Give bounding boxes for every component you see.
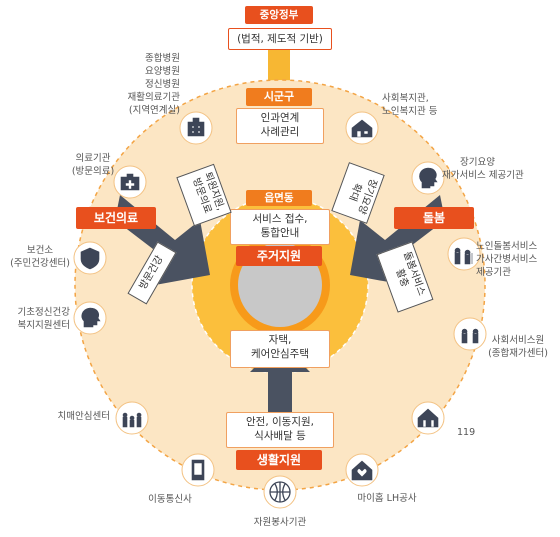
eupmyeondong-line1: 서비스 접수,: [252, 213, 308, 225]
rescue-icon: [411, 401, 445, 435]
brain-head-icon: [73, 301, 107, 335]
hospital-line: (지역연계실): [128, 105, 180, 116]
welfare-line: 사회복지관,: [382, 93, 429, 104]
housing-line2: 케어안심주택: [251, 348, 309, 360]
eupmyeondong-box: 서비스 접수, 통합안내: [230, 209, 330, 245]
elder-care-line: 제공기관: [476, 267, 511, 278]
medical-tag: 보건의료: [76, 207, 156, 229]
dementia-label: 치매안심센터: [57, 411, 110, 422]
living-tag: 생활지원: [236, 450, 322, 470]
globe-icon: [263, 475, 297, 509]
hospital-line: 종합병원: [145, 53, 180, 64]
social-service-line: 사회서비스원: [491, 335, 545, 346]
welfare-label: 사회복지관, 노인복지관 등: [382, 92, 437, 118]
hospital-line: 정신병원: [145, 79, 180, 90]
elder-care-label: 노인돌봄서비스 가사간병서비스 제공기관: [476, 240, 537, 279]
hospital-line: 요양병원: [145, 66, 180, 77]
health-center-label: 보건소 (주민건강센터): [2, 244, 78, 270]
living-box: 안전, 이동지원, 식사배달 등: [226, 412, 334, 448]
hospital-icon: [179, 111, 213, 145]
medical-kit-icon: [113, 165, 147, 199]
clinic-line: 의료기관: [75, 153, 111, 164]
house-heart-icon: [345, 453, 379, 487]
sigungu-tag: 시군구: [246, 88, 312, 106]
social-service-label: 사회서비스원 (종합재가센터): [478, 334, 558, 360]
phone-icon: [181, 453, 215, 487]
housing-tag: 주거지원: [236, 246, 322, 266]
family-icon: [115, 401, 149, 435]
elder-care-icon: [447, 237, 481, 271]
volunteer-label: 자원봉사기관: [253, 517, 307, 528]
lh-label: 마이홈 LH공사: [357, 493, 417, 504]
people-icon: [453, 317, 487, 351]
ltc-line: 재가서비스 제공기관: [442, 170, 524, 181]
sigungu-box: 인과연계 사례관리: [236, 108, 324, 144]
social-service-line: (종합재가센터): [488, 348, 548, 359]
eupmyeondong-line2: 통합안내: [260, 227, 300, 239]
welfare-building-icon: [345, 111, 379, 145]
telecom-label: 이동통신사: [148, 494, 192, 505]
emergency-label: 119: [457, 427, 476, 438]
mental-line: 복지지원센터: [17, 320, 70, 331]
care-tag: 돌봄: [394, 207, 474, 229]
clinic-label: 의료기관 (방문의료): [58, 152, 128, 178]
housing-box: 자택, 케어안심주택: [230, 330, 330, 368]
eupmyeondong-tag: 읍면동: [246, 190, 312, 206]
hospital-line: 재활의료기관: [127, 92, 180, 103]
ltc-label: 장기요양 재가서비스 제공기관: [442, 156, 524, 182]
health-center-line: (주민건강센터): [10, 258, 70, 269]
central-gov-tag: 중앙정부: [245, 6, 313, 24]
head-profile-icon: [411, 161, 445, 195]
central-gov-box: (법적, 제도적 기반): [228, 28, 332, 50]
shield-cross-icon: [73, 241, 107, 275]
gov-connector: [268, 48, 290, 88]
living-line1: 안전, 이동지원,: [246, 416, 314, 428]
mental-label: 기초정신건강 복지지원센터: [18, 306, 70, 332]
welfare-line: 노인복지관 등: [382, 106, 438, 117]
mental-line: 기초정신건강: [17, 307, 70, 318]
sigungu-line2: 사례관리: [260, 126, 300, 138]
elder-care-line: 노인돌봄서비스: [476, 241, 538, 252]
hospital-label: 종합병원 요양병원 정신병원 재활의료기관 (지역연계실): [128, 52, 180, 117]
housing-line1: 자택,: [268, 334, 292, 346]
health-center-line: 보건소: [26, 245, 54, 256]
elder-care-line: 가사간병서비스: [476, 254, 538, 265]
living-line2: 식사배달 등: [254, 430, 306, 442]
clinic-line: (방문의료): [71, 166, 115, 177]
ltc-line: 장기요양: [460, 157, 495, 168]
sigungu-line1: 인과연계: [260, 112, 300, 124]
